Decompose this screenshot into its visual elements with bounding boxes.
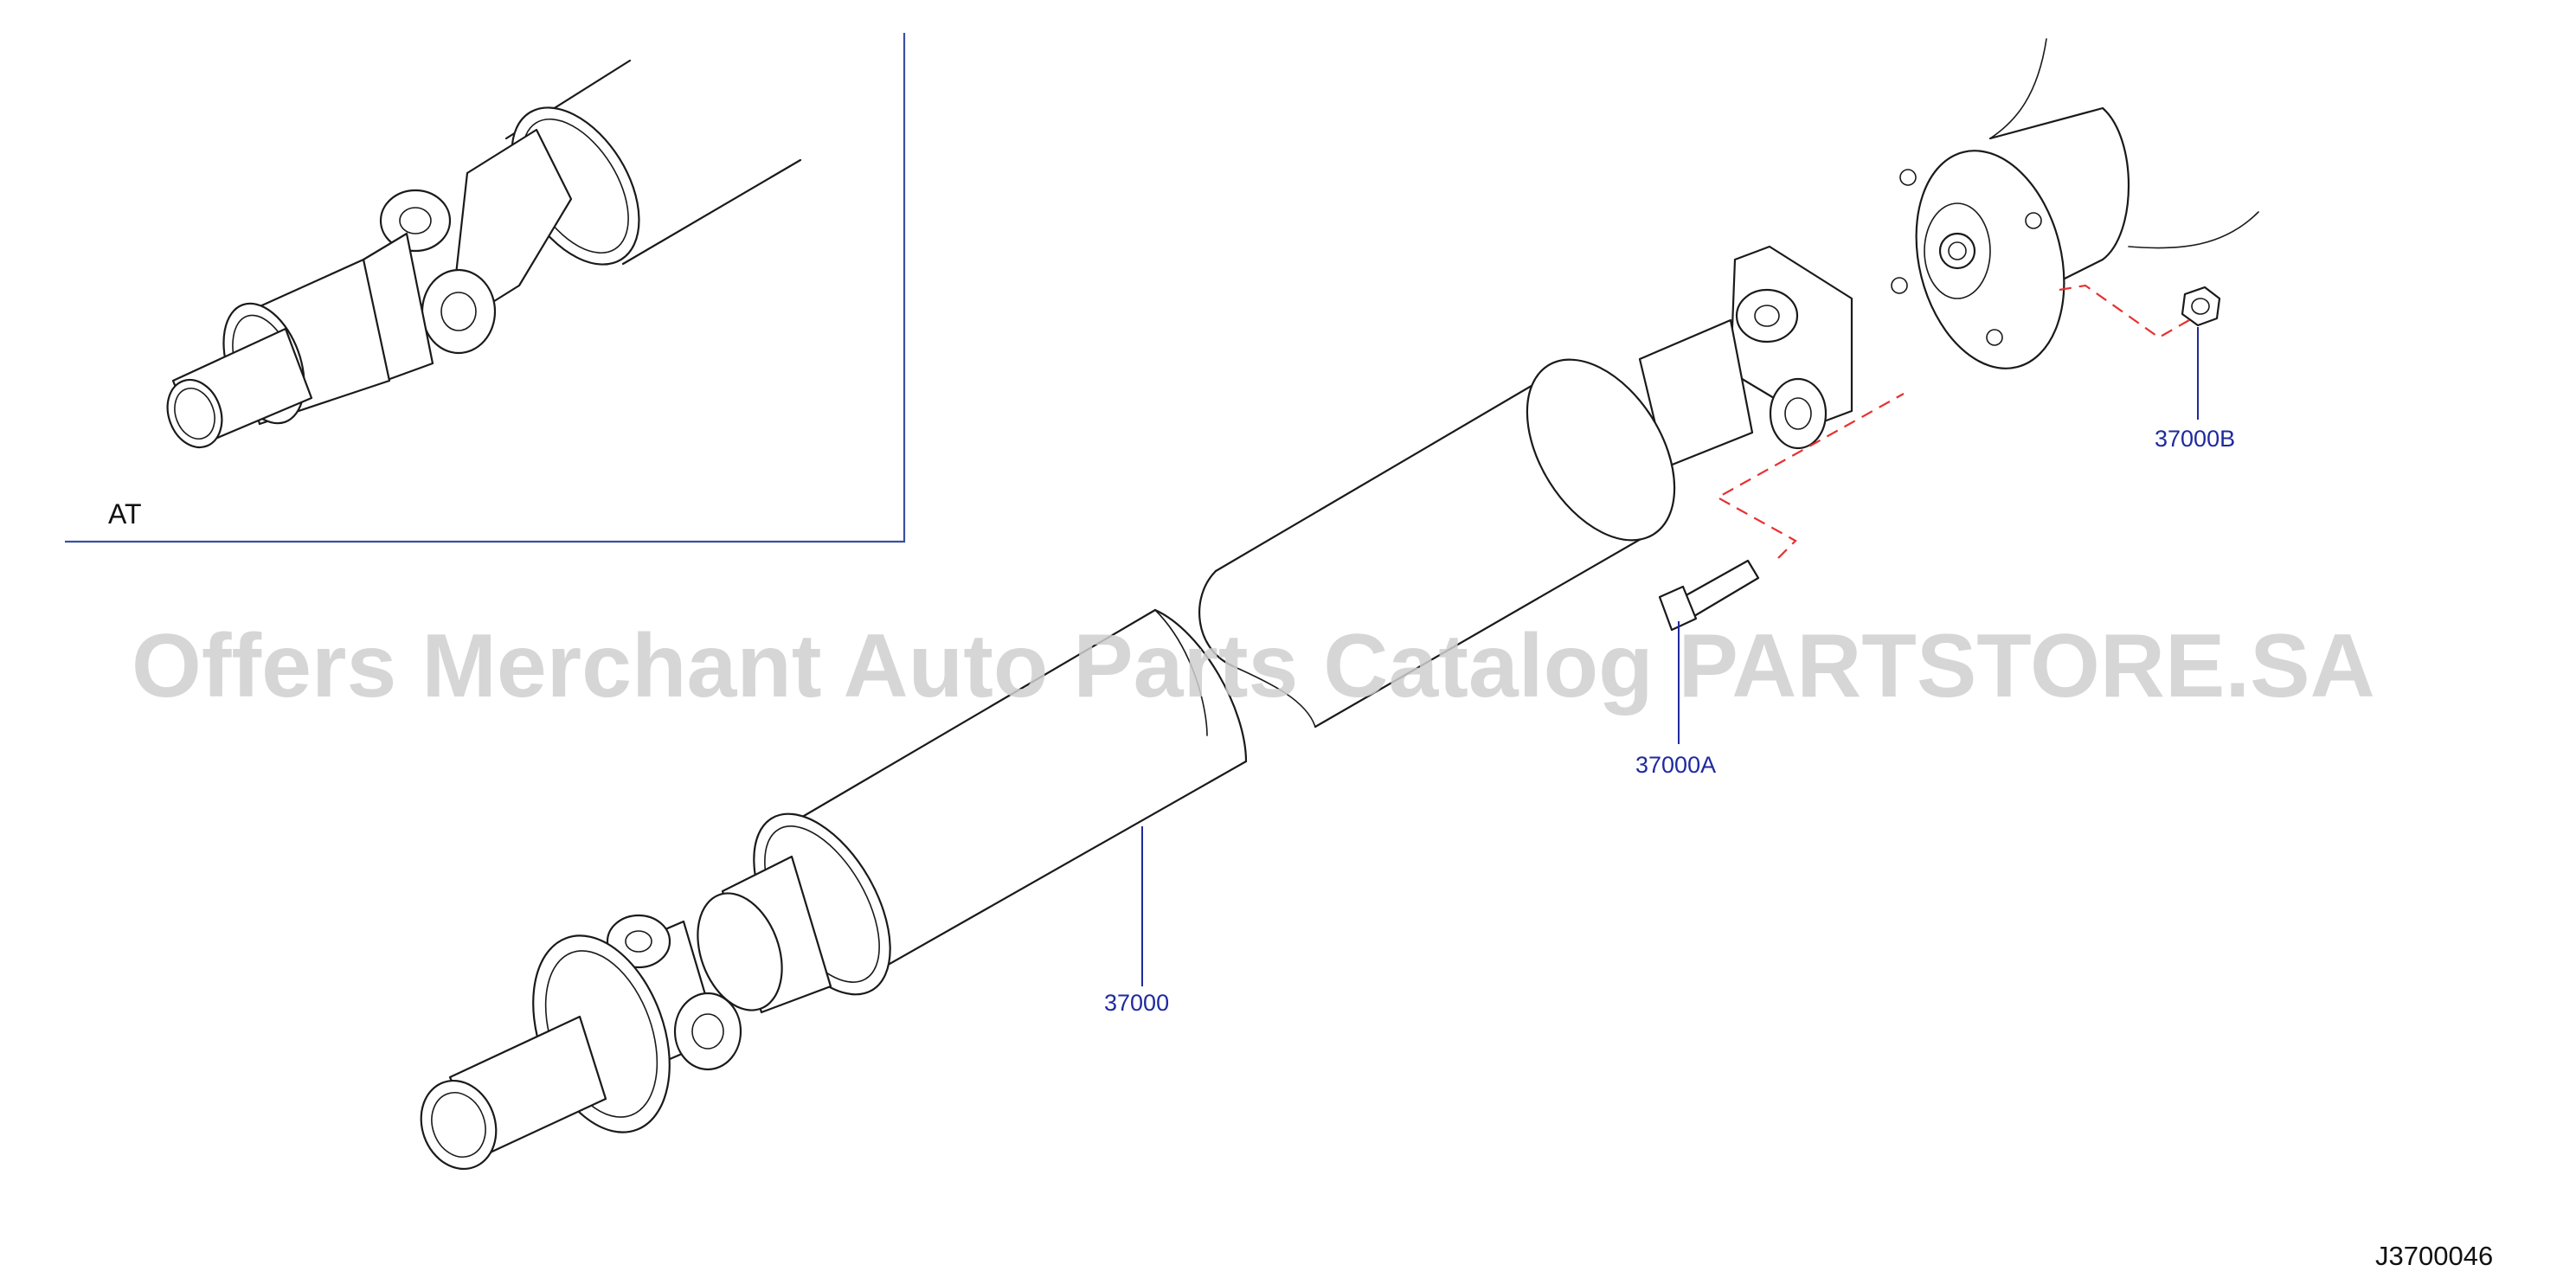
inset-at-variant: AT: [65, 33, 906, 543]
propeller-shaft-assembly: [420, 245, 1853, 1171]
inset-slip-sleeve: [166, 258, 391, 449]
rear-tube: [1198, 358, 1676, 729]
front-universal-joint: [606, 855, 832, 1071]
rear-flange-yoke: [1638, 245, 1853, 469]
flange-bolt: [1658, 559, 1760, 632]
assembly-guide-lines: [1715, 284, 2190, 559]
inset-universal-joint: [362, 128, 573, 382]
callout-37000A: 37000A: [1635, 752, 1716, 778]
front-companion-flange: [420, 934, 671, 1171]
callouts: 37000 37000A 37000B: [1104, 327, 2235, 1016]
differential-flange: [1891, 38, 2259, 369]
flange-nut: [2181, 286, 2221, 327]
callout-37000: 37000: [1104, 990, 1169, 1016]
callout-37000B: 37000B: [2155, 426, 2235, 452]
inset-label: AT: [108, 498, 142, 530]
inset-frame: [65, 33, 906, 543]
watermark-text: Offers Merchant Auto Parts Catalog PARTS…: [132, 616, 2375, 716]
document-code: J3700046: [2375, 1241, 2493, 1271]
